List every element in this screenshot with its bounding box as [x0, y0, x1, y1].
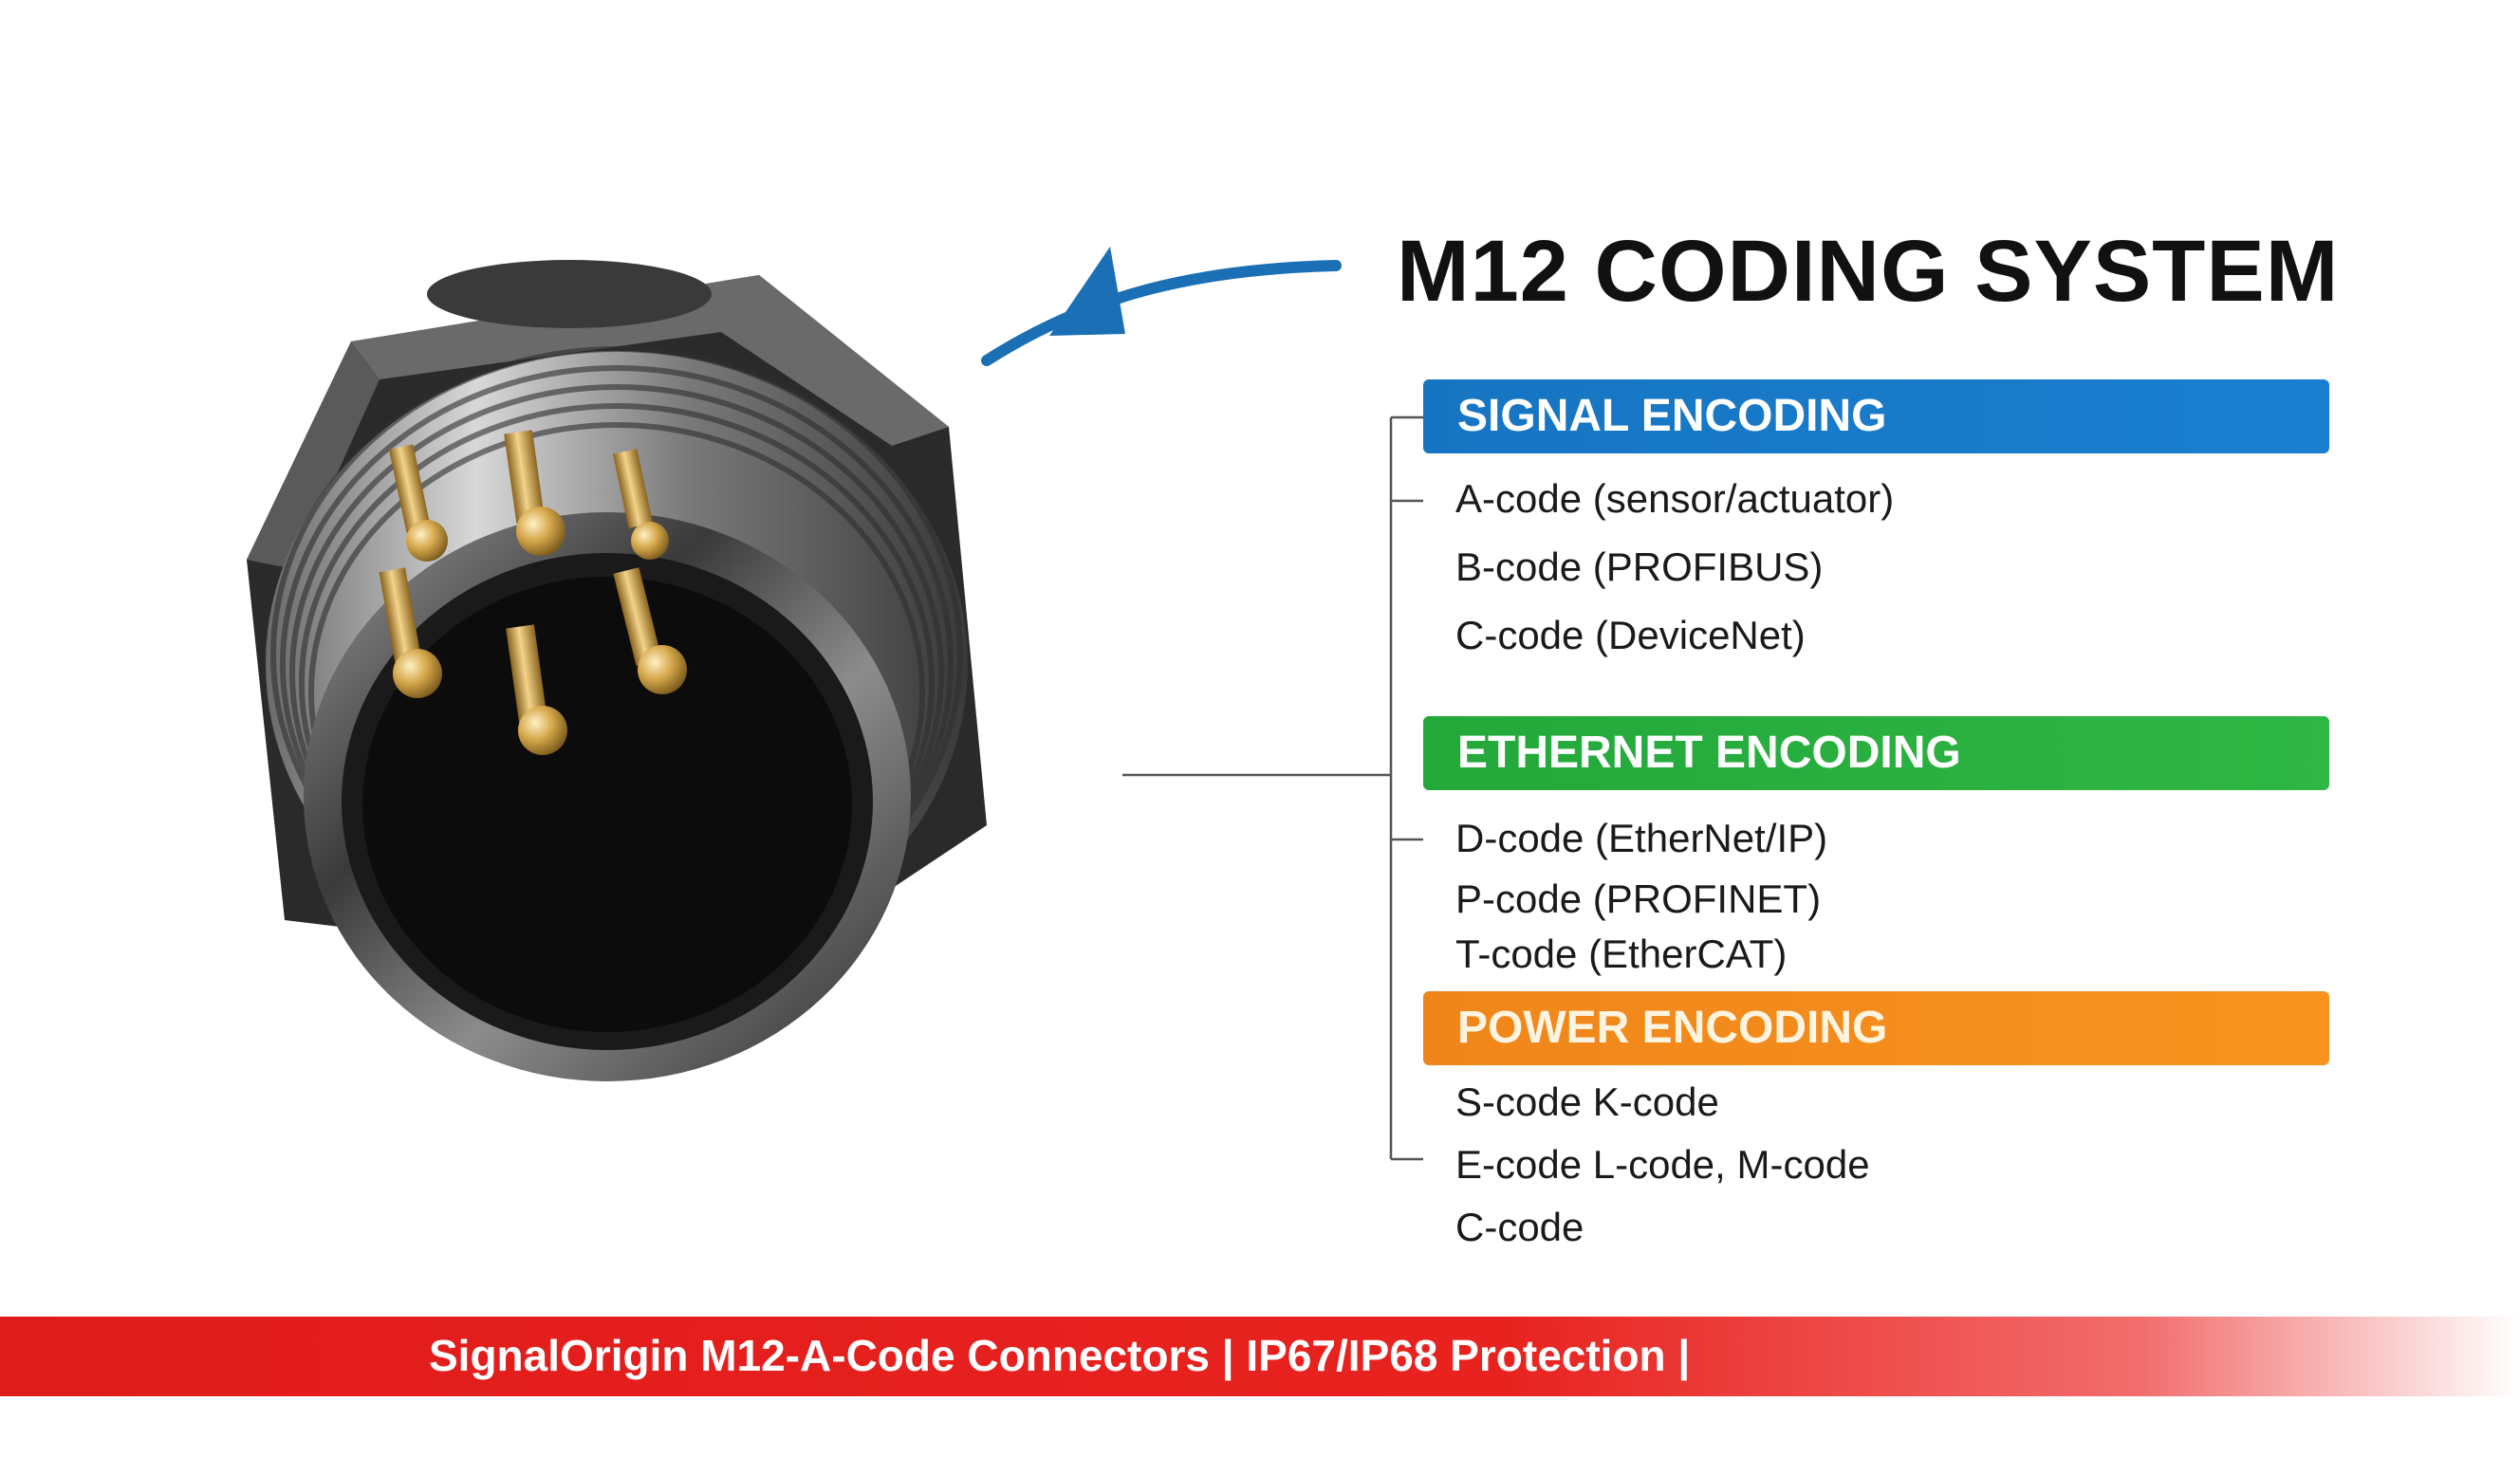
footer-band	[0, 1317, 2520, 1396]
m12-connector-image	[247, 260, 987, 1081]
power-encoding-header: POWER ENCODING	[1423, 991, 2329, 1065]
power-item-c: C-code	[1455, 1205, 1584, 1249]
tree-lines	[1122, 415, 1423, 1161]
signal-item-a: A-code (sensor/actuator)	[1455, 476, 1895, 521]
signal-item-c: C-code (DeviceNet)	[1455, 613, 1806, 657]
footer-tagline: SignalOrigin M12-A-Code Connectors | IP6…	[429, 1331, 1691, 1380]
power-item-s-k: S-code K-code	[1455, 1079, 1719, 1124]
signal-encoding-header: SIGNAL ENCODING	[1423, 379, 2329, 453]
ethernet-item-d: D-code (EtherNet/IP)	[1455, 816, 1828, 860]
ethernet-encoding-header: ETHERNET ENCODING	[1423, 716, 2329, 790]
ethernet-item-t: T-code (EtherCAT)	[1455, 931, 1788, 976]
power-item-e-l-m: E-code L-code, M-code	[1455, 1142, 1870, 1187]
ethernet-item-p: P-code (PROFINET)	[1455, 876, 1822, 921]
signal-item-b: B-code (PROFIBUS)	[1455, 544, 1824, 589]
page-title: M12 CODING SYSTEM	[1397, 223, 2340, 320]
